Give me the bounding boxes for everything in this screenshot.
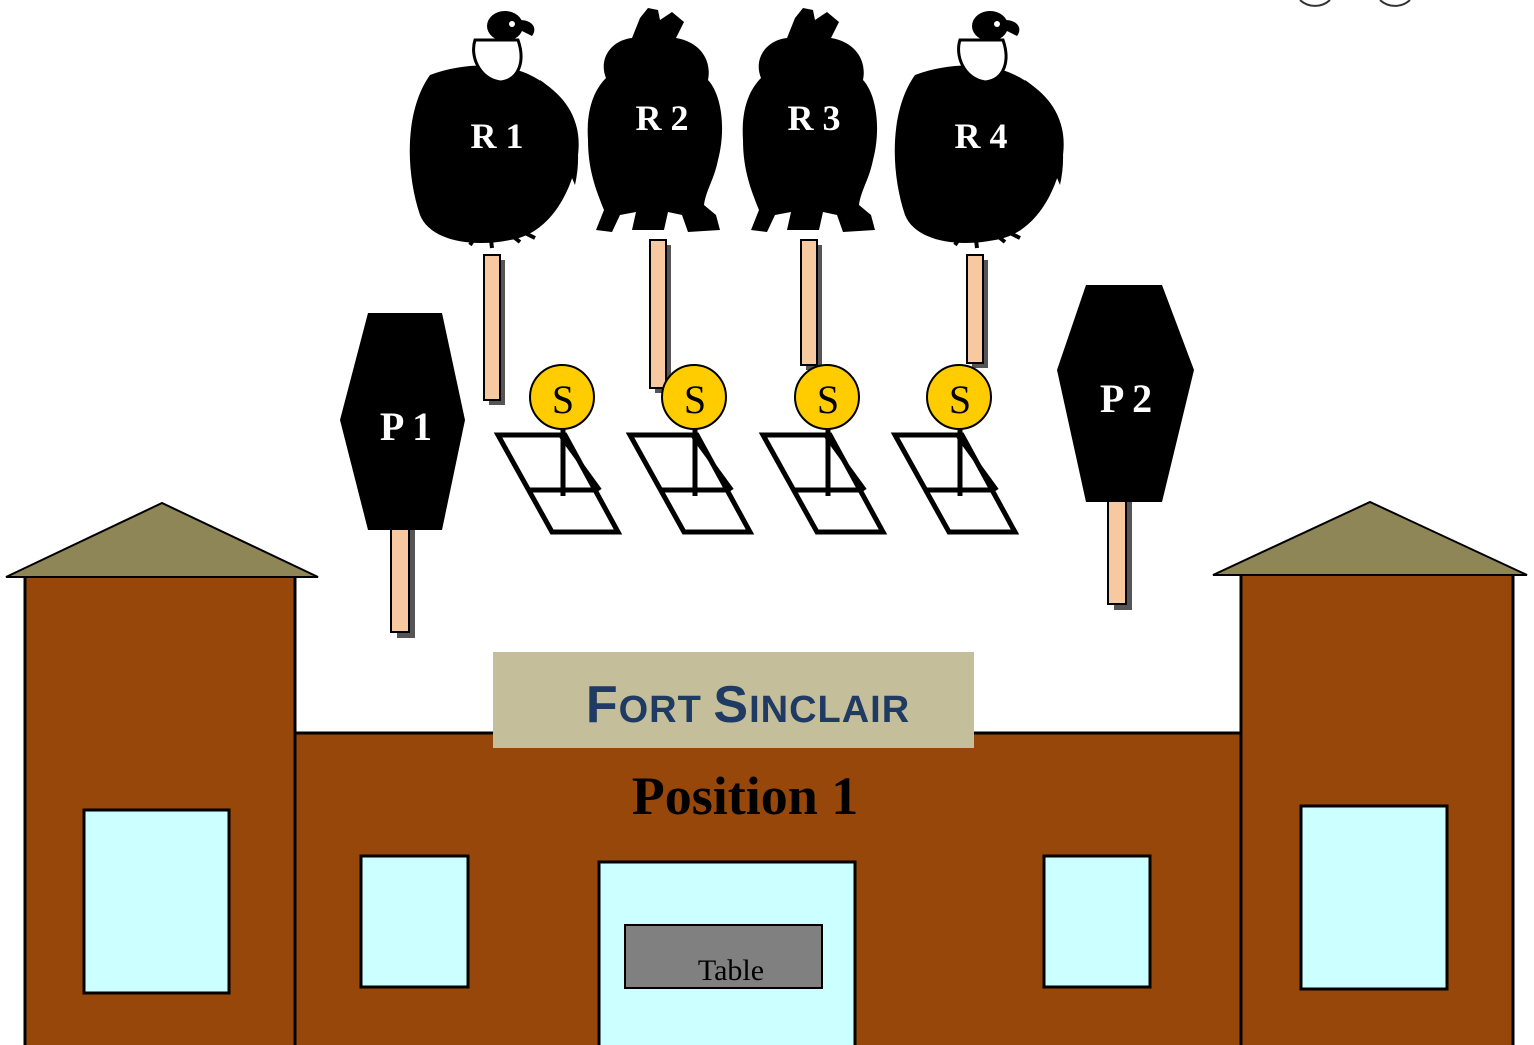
window-hall-right [1042,854,1152,989]
protester-p1 [340,313,465,638]
partial-circle-icons [1299,0,1411,7]
role-player-r3 [742,8,878,232]
protester-sign-p1 [340,313,465,530]
fort-sign-cap-1: F [586,676,619,734]
fort-sign-text: FORT SINCLAIR [586,676,910,734]
protester-label-p1: P 1 [380,404,432,449]
security-marker [529,364,595,430]
role-player-label-r4: R 4 [955,116,1008,156]
position-label: Position 1 [632,766,859,826]
table-label: Table [698,954,764,987]
security-label-4: S [949,377,971,422]
role-player-r4 [894,11,1064,249]
security-label-2: S [684,377,706,422]
bear-silhouette-icon [587,8,723,232]
security-station-2 [625,364,755,535]
fort-sign-background [493,652,974,748]
right-roof [1212,500,1528,576]
window-hall-left [359,854,470,989]
fort-building [5,500,1528,1045]
table [624,924,823,989]
security-label-3: S [817,377,839,422]
security-label-1: S [552,377,574,422]
security-marker [926,364,992,430]
security-marker [661,364,727,430]
role-player-label-r2: R 2 [636,98,689,138]
security-station-3 [758,364,888,535]
role-player-label-r3: R 3 [788,98,841,138]
protester-p2 [1057,285,1194,610]
fort-sign-cap-2: S [713,676,749,734]
security-station-4 [890,364,1020,535]
security-station-1 [493,364,623,535]
role-player-label-r1: R 1 [471,116,524,156]
bear-silhouette-icon [742,8,878,232]
role-player-poles [483,239,988,405]
fort-sign-rest-1: ORT [619,689,714,731]
window-left-tower [82,808,231,995]
vulture-icon [894,11,1064,249]
fort-sign-rest-2: INCLAIR [749,689,910,731]
protester-sign-p2 [1057,285,1194,502]
role-player-r1 [409,11,579,249]
protester-label-p2: P 2 [1100,376,1152,421]
security-marker [794,364,860,430]
vulture-icon [409,11,579,249]
role-player-r2 [587,8,723,232]
left-roof [5,501,319,578]
window-right-tower [1299,804,1449,991]
